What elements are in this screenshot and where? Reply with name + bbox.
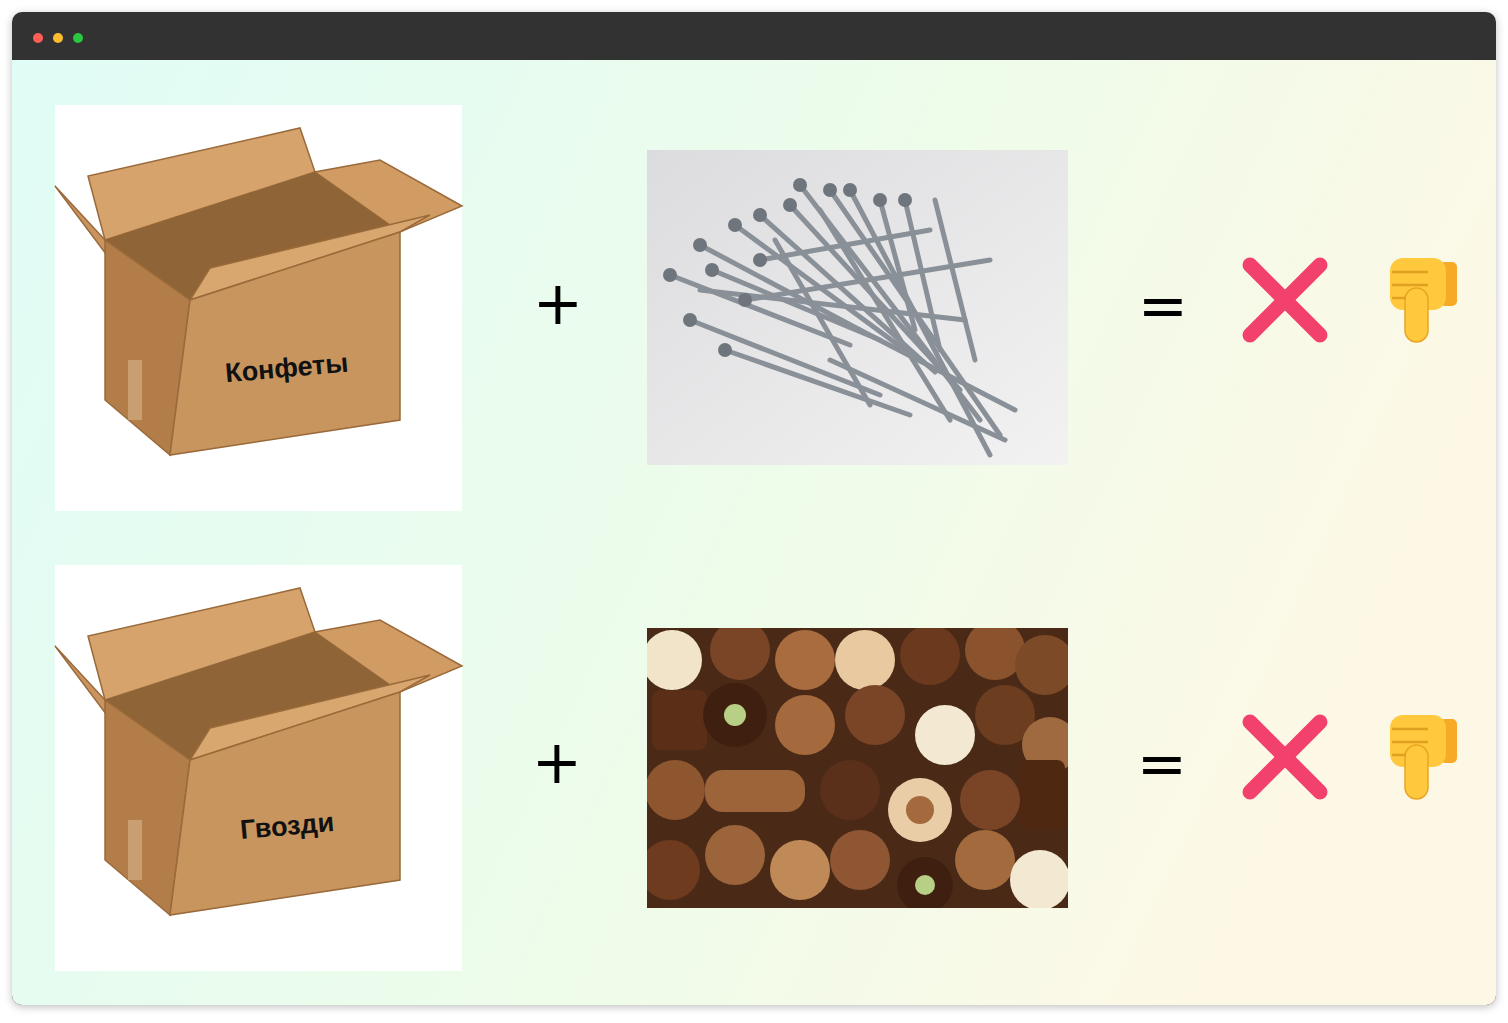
operator-sign: = — [1137, 733, 1187, 793]
box-label-area: Гвозди — [231, 801, 344, 851]
box-label: Конфеты — [224, 347, 350, 389]
box-label-area: Конфеты — [216, 342, 358, 394]
operator-sign: + — [533, 273, 583, 333]
box-label: Гвозди — [239, 806, 336, 845]
operator-sign: = — [1138, 275, 1188, 335]
operator-sign: + — [532, 732, 582, 792]
